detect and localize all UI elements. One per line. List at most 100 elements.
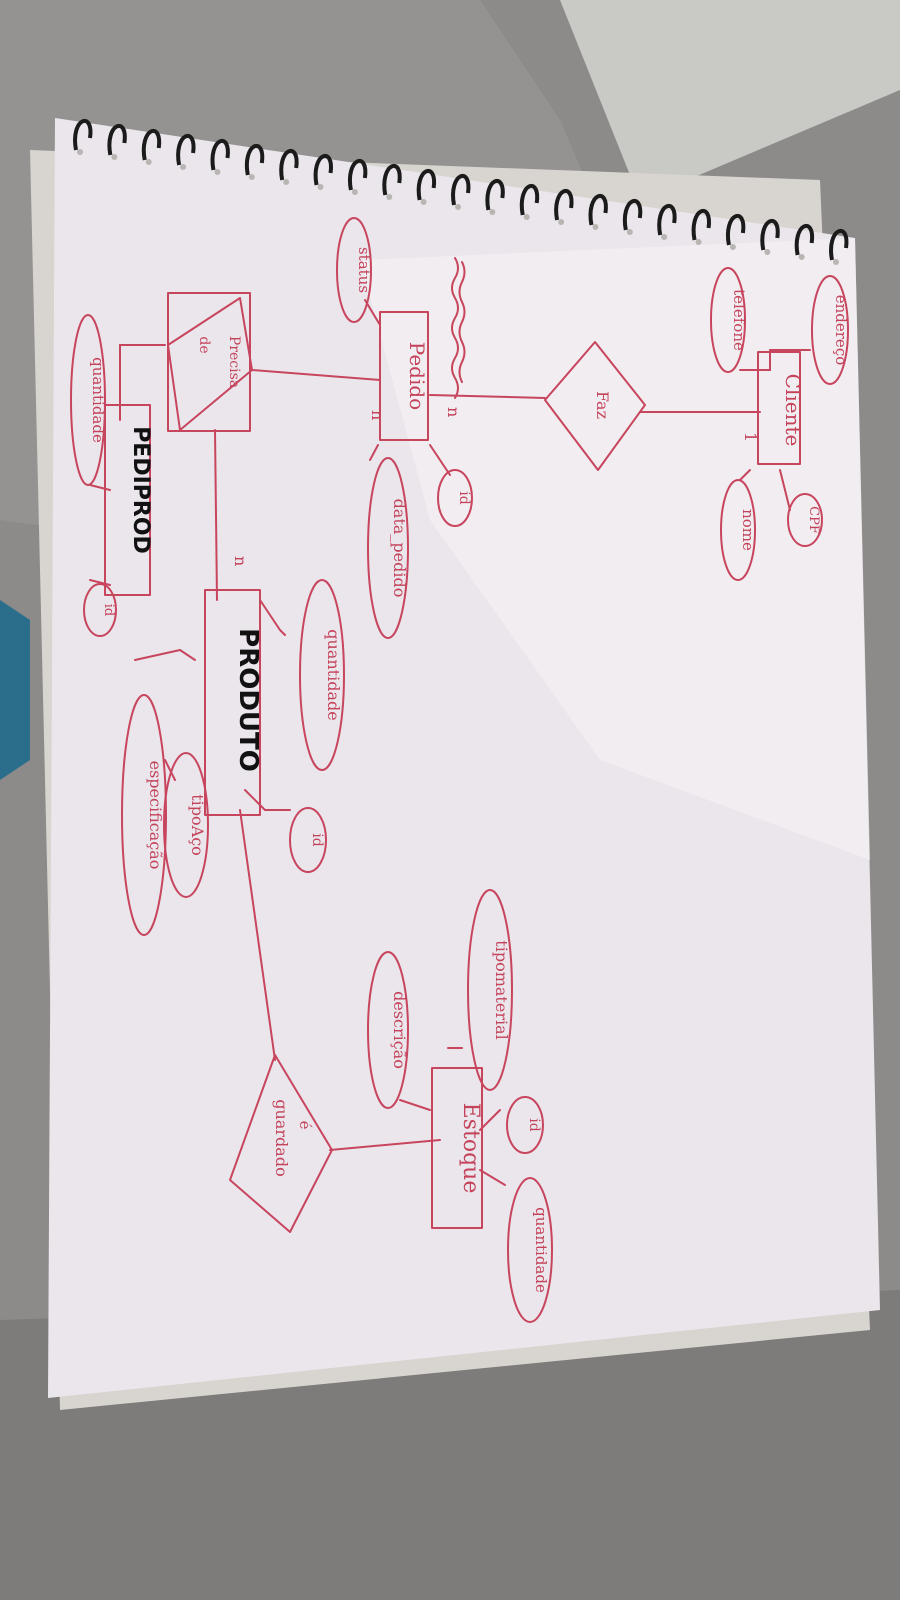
connector-prod-qtd bbox=[259, 599, 286, 636]
spiral-coil bbox=[829, 228, 849, 261]
scribble-crossout bbox=[451, 257, 466, 399]
svg-text:id: id bbox=[101, 604, 116, 616]
er-diagram: Cliente Pedido PRODUTO Estoque PEDIPROD … bbox=[70, 217, 850, 1323]
spiral-coil bbox=[451, 173, 471, 206]
attr-pediprod-id: id bbox=[83, 583, 117, 637]
spiral-coil bbox=[657, 203, 677, 236]
spiral-hole bbox=[248, 174, 255, 180]
entity-produto-label: PRODUTO bbox=[233, 628, 263, 772]
spiral-hole bbox=[489, 209, 496, 215]
attr-cliente-cpf: CPF bbox=[787, 493, 823, 547]
svg-text:descrição: descrição bbox=[390, 991, 409, 1069]
spiral-coil bbox=[691, 208, 711, 241]
background-wall bbox=[560, 0, 900, 200]
spiral-hole bbox=[833, 259, 839, 265]
spiral-hole bbox=[111, 154, 118, 160]
svg-text:quantidade: quantidade bbox=[89, 357, 107, 443]
relationship-faz: Faz bbox=[544, 341, 646, 471]
spiral-coil bbox=[244, 143, 265, 176]
spiral-coil bbox=[210, 138, 230, 171]
spiral-coil bbox=[176, 133, 196, 166]
attr-produto-especificacao: especificação bbox=[121, 694, 167, 936]
entity-cliente-label: Cliente bbox=[781, 374, 805, 447]
connector-tipoaco bbox=[164, 759, 176, 781]
spiral-hole bbox=[455, 204, 461, 210]
spiral-coil bbox=[416, 168, 437, 201]
svg-text:telefone: telefone bbox=[730, 289, 748, 351]
connector-cpf bbox=[779, 469, 791, 511]
attr-estoque-tipomaterial: tipomaterial bbox=[467, 889, 513, 1091]
card-pedido-precisa: n bbox=[368, 410, 387, 420]
svg-text:tipoAço: tipoAço bbox=[188, 794, 207, 856]
relationship-faz-label: Faz bbox=[593, 391, 612, 419]
light-patch bbox=[360, 238, 870, 860]
connector-estoque-qtd bbox=[479, 1169, 506, 1186]
line-precisa-pedido bbox=[251, 369, 381, 381]
spiral-binding bbox=[73, 118, 849, 265]
spiral-hole bbox=[661, 234, 668, 240]
spiral-coil bbox=[485, 178, 505, 211]
svg-text:data_pedido: data_pedido bbox=[390, 499, 409, 598]
connector-data bbox=[369, 444, 379, 461]
line-precisa-produto bbox=[214, 429, 218, 601]
spiral-hole bbox=[317, 184, 324, 190]
attr-produto-quantidade: quantidade bbox=[299, 579, 345, 771]
svg-text:nome: nome bbox=[739, 509, 757, 551]
spiral-coil bbox=[279, 148, 299, 181]
svg-text:id: id bbox=[309, 833, 325, 846]
spiral-hole bbox=[558, 219, 565, 225]
card-pedido-faz: n bbox=[444, 407, 463, 417]
spiral-hole bbox=[351, 189, 358, 195]
relationship-precisa-label-1: Precisa bbox=[226, 336, 242, 388]
attr-pediprod-quantidade: quantidade bbox=[70, 314, 107, 486]
spiral-hole bbox=[214, 169, 221, 175]
svg-text:especificação: especificação bbox=[146, 761, 165, 870]
svg-text:quantidade: quantidade bbox=[532, 1207, 550, 1293]
connector-nome bbox=[739, 469, 751, 481]
attr-cliente-telefone: telefone bbox=[710, 267, 748, 373]
spiral-coil bbox=[760, 218, 780, 251]
connector-prod-id bbox=[244, 789, 291, 811]
relationship-precisa-label-2: de bbox=[196, 336, 212, 353]
entity-pediprod-label: PEDIPROD bbox=[128, 426, 153, 554]
spiral-coil bbox=[141, 128, 162, 161]
attr-pedido-id: id bbox=[437, 469, 473, 527]
spiral-coil bbox=[622, 198, 643, 231]
spiral-coil bbox=[588, 193, 608, 226]
card-produto-precisa: n bbox=[231, 556, 250, 566]
spiral-hole bbox=[798, 254, 805, 260]
svg-text:CPF: CPF bbox=[806, 506, 821, 534]
connector-pedido-id bbox=[429, 444, 451, 476]
attr-pedido-status: status bbox=[336, 217, 373, 323]
spiral-hole bbox=[729, 244, 736, 250]
relationship-precisa-de: Precisa de bbox=[167, 292, 253, 432]
line-guardado-estoque bbox=[329, 1139, 441, 1151]
spiral-hole bbox=[420, 199, 427, 205]
attr-estoque-id: id bbox=[506, 1096, 544, 1154]
entity-estoque: Estoque bbox=[431, 1067, 483, 1229]
attr-pedido-data: data_pedido bbox=[367, 457, 409, 639]
attr-produto-tipoaco: tipoAço bbox=[163, 752, 209, 898]
spiral-hole bbox=[180, 164, 187, 170]
card-cliente-faz: 1 bbox=[741, 432, 760, 442]
relationship-guardado-label-2: guardado bbox=[272, 1099, 291, 1176]
connector-estoque-id bbox=[479, 1109, 501, 1131]
entity-estoque-label: Estoque bbox=[458, 1103, 483, 1194]
spiral-coil bbox=[73, 118, 93, 151]
spiral-coil bbox=[382, 163, 402, 196]
spiral-hole bbox=[77, 149, 83, 155]
relationship-e-guardado: é guardado bbox=[229, 1054, 333, 1233]
entity-pedido-label: Pedido bbox=[405, 342, 429, 410]
entity-cliente: Cliente bbox=[757, 351, 805, 465]
spiral-coil bbox=[347, 158, 368, 191]
spiral-coil bbox=[794, 223, 815, 256]
spiral-hole bbox=[523, 214, 530, 220]
svg-text:id: id bbox=[456, 491, 472, 504]
entity-produto: PRODUTO bbox=[204, 589, 263, 816]
spiral-hole bbox=[386, 194, 393, 200]
connector-descricao bbox=[399, 1099, 431, 1111]
spiral-coil bbox=[107, 123, 127, 156]
blue-object bbox=[0, 600, 30, 780]
svg-text:tipomaterial: tipomaterial bbox=[492, 940, 511, 1039]
spiral-hole bbox=[592, 224, 599, 230]
